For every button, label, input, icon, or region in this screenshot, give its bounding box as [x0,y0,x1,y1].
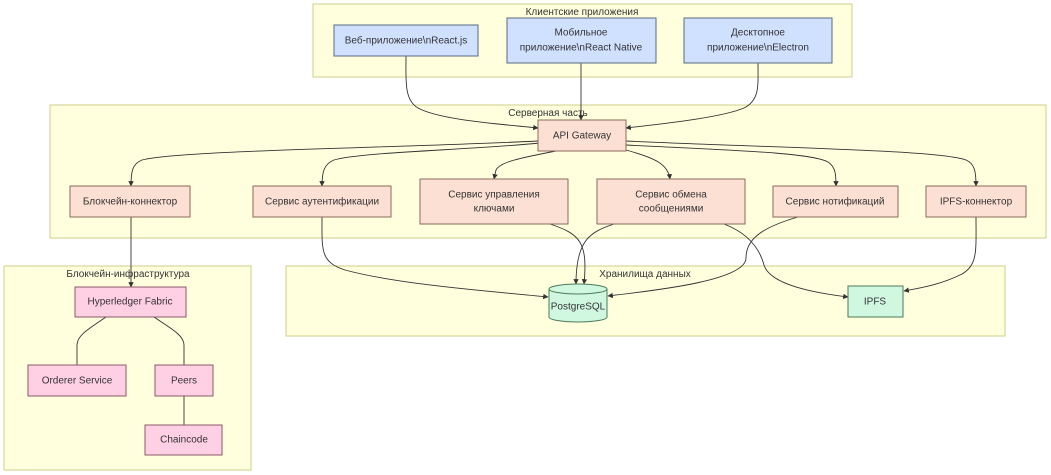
node-peers-label: Peers [171,376,197,387]
edge-gateway-blockchain-connector [128,140,539,187]
node-notification-service[interactable]: Сервис нотификаций [772,185,899,218]
edge-keys-postgresql [549,223,588,285]
node-ipfs[interactable]: IPFS [847,285,904,318]
node-mobile-app[interactable]: Мобильное приложение\nReact Native [506,17,657,64]
node-orderer-service-label: Orderer Service [42,376,113,387]
edge-gateway-notifications [625,144,839,187]
node-desktop-app-label-line-1: Десктопное [731,28,785,39]
node-web-app[interactable]: Веб-приложение\nReact.js [333,24,479,57]
edge-gateway-ipfs-connector [625,140,979,187]
cluster-blockchain-label: Блокчейн-инфраструктура [66,268,190,280]
edge-hyperledger-orderer [76,316,107,365]
cluster-clients-label: Клиентские приложения [526,7,639,18]
edge-gateway-auth [319,142,541,187]
edges [76,52,979,425]
node-key-service-label-line-1: Сервис управления [448,190,540,201]
node-blockchain-connector-label: Блокчейн-коннектор [83,197,178,208]
node-messaging-service[interactable]: Сервис обмена сообщениями [596,178,746,225]
node-ipfs-connector-label: IPFS-коннектор [940,197,1013,208]
edge-messaging-ipfs [723,223,849,300]
node-ipfs-connector[interactable]: IPFS-коннектор [925,185,1027,218]
node-blockchain-connector[interactable]: Блокчейн-коннектор [69,185,191,218]
edge-hyperledger-peers [153,316,185,365]
node-hyperledger-fabric[interactable]: Hyperledger Fabric [74,286,187,318]
node-desktop-app-label-line-2: приложение\nElectron [707,43,809,54]
node-ipfs-label: IPFS [864,297,887,308]
node-hyperledger-fabric-label: Hyperledger Fabric [87,297,172,308]
node-auth-service[interactable]: Сервис аутентификации [252,185,392,218]
cluster-storage-label: Хранилища данных [599,269,691,280]
node-messaging-service-label-line-1: Сервис обмена [635,189,707,201]
node-postgresql-label: PostgreSQL [551,302,606,313]
node-api-gateway-label: API Gateway [553,131,611,142]
node-messaging-service-label-line-2: сообщениями [639,203,704,215]
cluster-server-label: Серверная часть [508,108,588,119]
node-mobile-app-label-line-2: приложение\nReact Native [520,43,643,54]
edge-gateway-messaging [625,149,673,180]
node-chaincode-label: Chaincode [160,435,208,446]
edge-desktop-gateway [625,59,761,131]
node-postgresql[interactable]: PostgreSQL [548,283,608,323]
node-auth-service-label: Сервис аутентификации [265,196,379,208]
node-notification-service-label: Сервис нотификаций [786,196,885,208]
edge-gateway-keys [492,150,557,180]
edge-notifications-postgresql [607,216,799,299]
edge-ipfs-connector-ipfs [903,212,979,293]
edge-web-gateway [403,52,539,131]
node-desktop-app[interactable]: Десктопное приложение\nElectron [683,17,833,64]
node-key-service[interactable]: Сервис управления ключами [419,178,569,225]
node-chaincode[interactable]: Chaincode [144,424,223,456]
node-key-service-label-line-2: ключами [474,204,515,215]
edge-auth-postgresql [321,216,549,300]
edge-messaging-postgresql [573,223,615,285]
node-api-gateway[interactable]: API Gateway [537,119,627,152]
node-mobile-app-label-line-1: Мобильное [554,27,607,39]
node-orderer-service[interactable]: Orderer Service [27,364,127,397]
node-web-app-label: Веб-приложение\nReact.js [345,35,468,47]
node-peers[interactable]: Peers [154,364,214,397]
